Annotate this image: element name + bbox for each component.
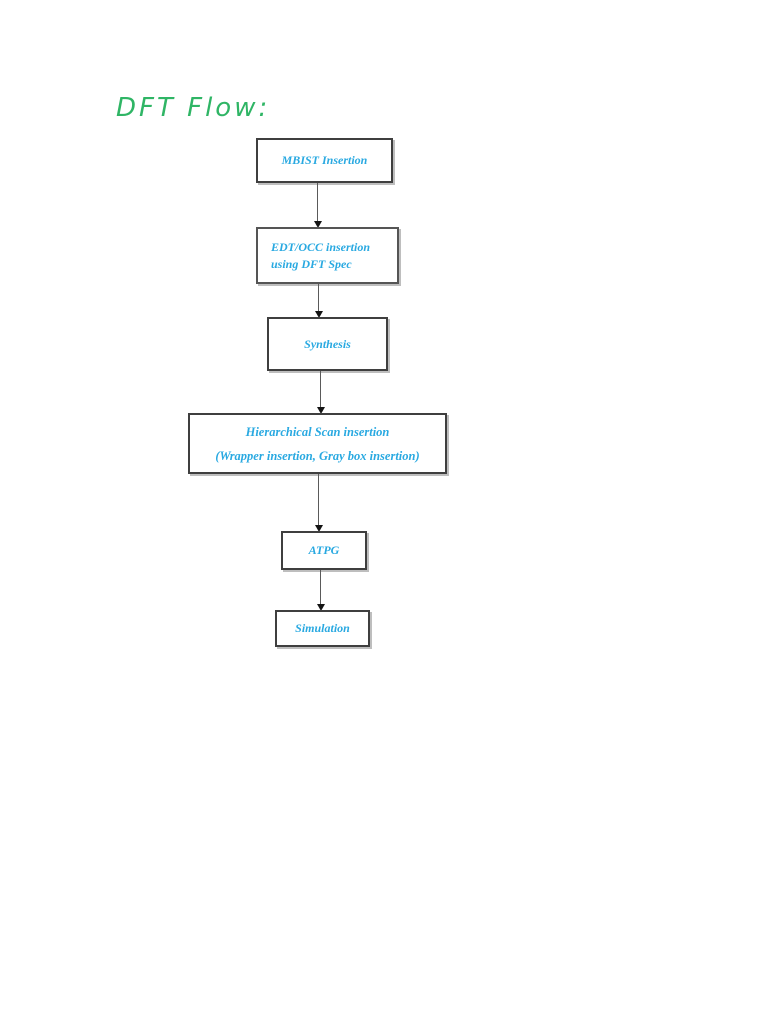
node-label: MBIST Insertion	[281, 153, 368, 167]
flow-node-atpg: ATPG	[281, 531, 367, 570]
arrow-down-icon	[316, 604, 325, 611]
flow-node-synthesis: Synthesis	[267, 317, 388, 371]
connector-arrow-5	[316, 570, 325, 611]
node-label: Simulation	[295, 621, 350, 635]
flow-node-hierarchical-scan-insertion: Hierarchical Scan insertion (Wrapper ins…	[188, 413, 447, 474]
node-label: using DFT Spec	[271, 256, 352, 271]
node-label: Synthesis	[304, 336, 351, 351]
diagram-title: DFT Flow:	[116, 93, 271, 123]
connector-arrow-3	[316, 371, 325, 414]
arrow-down-icon	[316, 407, 325, 414]
connector-line	[320, 371, 321, 407]
node-label: ATPG	[308, 543, 340, 557]
node-label: (Wrapper insertion, Gray box insertion)	[215, 448, 420, 463]
flow-node-simulation: Simulation	[275, 610, 370, 647]
arrow-down-icon	[313, 221, 322, 228]
connector-line	[317, 183, 318, 221]
node-label: Hierarchical Scan insertion	[245, 424, 390, 439]
connector-arrow-1	[313, 183, 322, 228]
connector-line	[318, 474, 319, 525]
flow-node-edt-occ-insertion: EDT/OCC insertion using DFT Spec	[256, 227, 399, 284]
arrow-down-icon	[314, 311, 323, 318]
flow-node-mbist-insertion: MBIST Insertion	[256, 138, 393, 183]
node-label: EDT/OCC insertion	[271, 239, 371, 254]
connector-line	[318, 284, 319, 311]
arrow-down-icon	[314, 525, 323, 532]
connector-arrow-4	[314, 474, 323, 532]
connector-arrow-2	[314, 284, 323, 318]
connector-line	[320, 570, 321, 604]
